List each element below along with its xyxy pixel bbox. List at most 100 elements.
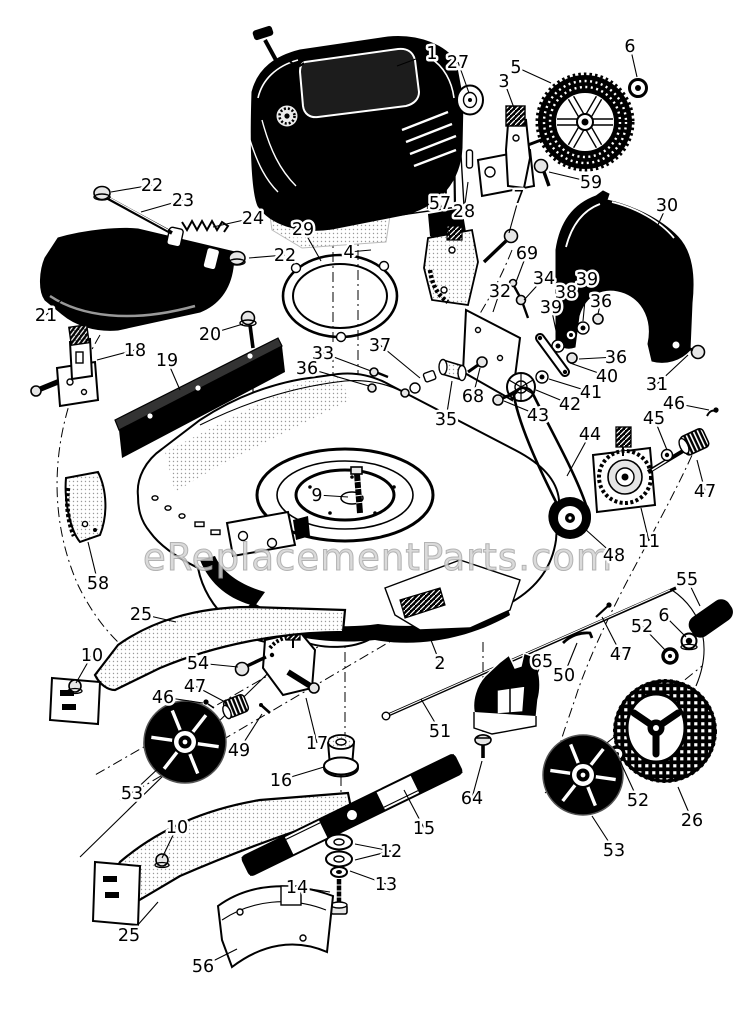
leader-line <box>651 204 668 239</box>
callout-32: 32 <box>489 282 511 302</box>
callout-23: 23 <box>172 191 194 211</box>
part-screw-64 <box>474 734 492 758</box>
part-bolt-9 <box>350 466 365 514</box>
callout-55: 55 <box>676 570 698 590</box>
part-spacer-37 <box>400 370 437 398</box>
part-screw-31 <box>680 344 706 360</box>
leader-line <box>582 278 588 322</box>
part-bolt-14 <box>330 879 348 915</box>
leader-line <box>463 181 469 212</box>
callout-46: 46 <box>663 394 685 414</box>
part-clutch-47 <box>678 427 710 456</box>
part-handle-pad <box>661 599 733 665</box>
part-bracket-18 <box>30 324 100 408</box>
part-bolt-68 <box>467 356 488 374</box>
callout-64: 64 <box>461 789 483 809</box>
callout-22: 22 <box>141 176 163 196</box>
callout-47: 47 <box>184 677 206 697</box>
leader-line <box>601 616 622 655</box>
leader-line <box>445 380 453 420</box>
callout-10: 10 <box>166 818 188 838</box>
part-hubcap-6 <box>628 78 648 98</box>
part-spring-24 <box>181 218 230 233</box>
callout-36: 36 <box>605 348 627 368</box>
part-bolt-43 <box>492 390 518 406</box>
leader-line <box>296 886 331 893</box>
leader-line <box>591 815 615 851</box>
callout-34: 34 <box>533 269 555 289</box>
callout-1: 1 <box>426 44 437 64</box>
part-front-wheel <box>535 72 648 172</box>
callout-59: 59 <box>580 173 602 193</box>
leader-line <box>162 696 204 704</box>
part-rear-wheel <box>613 679 717 783</box>
part-bolt-20 <box>239 310 257 349</box>
part-nut-36b <box>566 352 578 364</box>
callout-20: 20 <box>199 325 221 345</box>
callout-17: 17 <box>306 734 328 754</box>
part-bolt-59 <box>533 158 551 187</box>
callout-14: 14 <box>286 878 308 898</box>
part-bearing-47b <box>222 693 250 720</box>
leader-line <box>629 45 638 78</box>
leader-line <box>565 291 572 329</box>
callout-47: 47 <box>610 645 632 665</box>
part-pin-28 <box>465 149 474 169</box>
part-engine-pulley <box>456 84 484 169</box>
callout-5: 5 <box>510 58 521 78</box>
callout-43: 43 <box>527 406 549 426</box>
part-pin-49 <box>259 703 271 714</box>
leader-line <box>140 613 177 623</box>
part-washer-12a <box>325 833 353 851</box>
part-mulch-cover <box>40 226 236 331</box>
callout-27: 27 <box>447 53 469 73</box>
callout-44: 44 <box>579 425 601 445</box>
callout-49: 49 <box>228 741 250 761</box>
leader-line <box>663 614 687 638</box>
leader-line <box>426 629 441 664</box>
callout-24: 24 <box>242 209 264 229</box>
leader-line <box>531 660 543 688</box>
callout-12: 12 <box>380 842 402 862</box>
leader-line <box>677 786 693 821</box>
watermark: eReplacementParts.com <box>143 536 613 579</box>
leader-line <box>202 948 238 967</box>
leader-line <box>548 378 592 393</box>
callout-19: 19 <box>156 351 178 371</box>
leader-line <box>316 494 349 498</box>
callout-39: 39 <box>576 270 598 290</box>
callout-33: 33 <box>312 344 334 364</box>
part-bolt-33 <box>369 367 389 379</box>
leader-line <box>194 685 228 704</box>
part-skirt <box>216 885 335 969</box>
leader-line <box>140 199 184 213</box>
callout-46: 46 <box>152 688 174 708</box>
leader-line <box>75 654 93 684</box>
callout-2: 2 <box>434 654 445 674</box>
leader-line <box>248 254 286 259</box>
leader-line <box>110 184 153 193</box>
callout-37: 37 <box>369 336 391 356</box>
leader-line <box>131 763 164 794</box>
callout-11: 11 <box>638 532 660 552</box>
leader-line <box>492 290 501 313</box>
callout-25: 25 <box>118 926 140 946</box>
callout-21: 21 <box>35 306 57 326</box>
leader-line <box>640 507 650 542</box>
callout-57: 57 <box>429 194 451 214</box>
part-nut-22a <box>93 185 111 201</box>
fuel-cap-icon <box>274 103 300 129</box>
callout-52: 52 <box>631 617 653 637</box>
part-lockwasher-13 <box>330 866 348 878</box>
callout-18: 18 <box>124 341 146 361</box>
part-nut-36c <box>367 383 377 393</box>
part-roller-35 <box>438 358 467 382</box>
leader-line <box>349 870 387 885</box>
part-nut-10b <box>154 853 170 869</box>
part-washer-38 <box>565 329 577 341</box>
part-engine <box>249 25 466 249</box>
callout-10: 10 <box>81 646 103 666</box>
leader-line <box>197 662 239 668</box>
callout-52: 52 <box>627 791 649 811</box>
